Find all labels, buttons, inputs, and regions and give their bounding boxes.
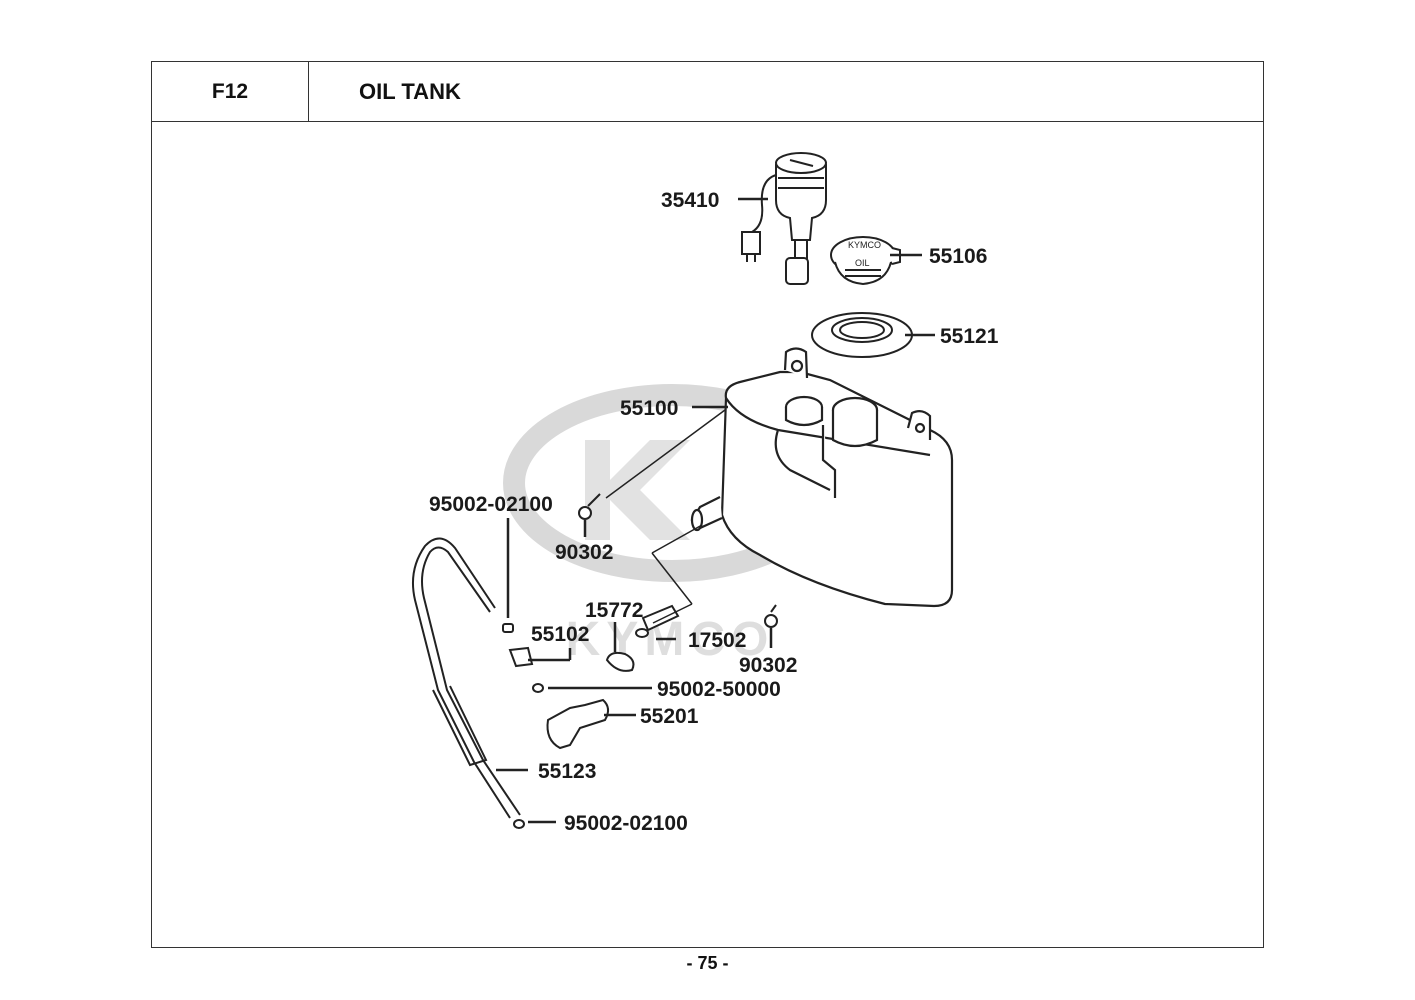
part-label-55201: 55201: [640, 705, 699, 728]
oil-tank-body-part: [690, 347, 954, 608]
cap-brand-text: KYMCO: [848, 240, 881, 250]
part-label-95002-02100-top: 95002-02100: [429, 493, 553, 516]
part-label-90302-left: 90302: [555, 541, 613, 564]
part-label-55100: 55100: [620, 397, 678, 420]
part-label-15772: 15772: [585, 599, 643, 622]
diagram-frame: [151, 121, 1264, 948]
cap-seal-ring-part: [811, 312, 913, 358]
cap-oil-text: OIL: [855, 258, 870, 268]
page-number: - 75 -: [686, 953, 729, 973]
oil-level-sensor-part: [741, 152, 827, 285]
part-label-95002-50000: 95002-50000: [657, 678, 781, 701]
part-label-55121: 55121: [940, 325, 999, 348]
hardware-parts: [502, 493, 778, 829]
part-label-55102: 55102: [531, 623, 589, 646]
part-label-17502: 17502: [688, 629, 746, 652]
part-label-95002-02100-bottom: 95002-02100: [564, 812, 688, 835]
part-label-55106: 55106: [929, 245, 987, 268]
oil-cap-part: [830, 236, 901, 286]
oil-hose-part: [412, 537, 521, 819]
page-title: OIL TANK: [308, 61, 1264, 122]
part-label-55123: 55123: [538, 760, 596, 783]
leader-lines: [496, 197, 935, 824]
part-label-35410: 35410: [661, 189, 719, 212]
part-label-90302-right: 90302: [739, 654, 797, 677]
